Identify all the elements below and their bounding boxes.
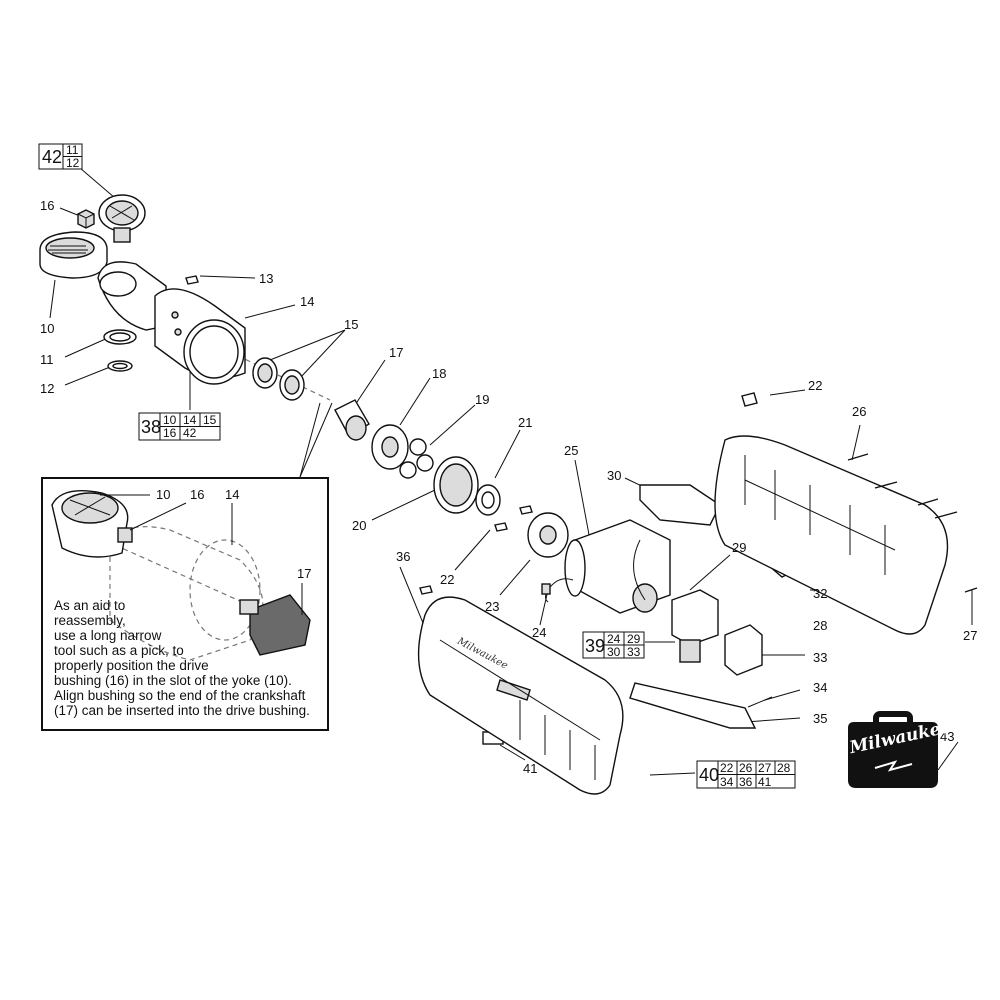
motor-25 — [564, 519, 671, 614]
kit-box-42: 42 11 12 — [38, 143, 83, 170]
pin-13 — [185, 275, 199, 285]
kit-box-39: 39 24 29 30 33 — [582, 631, 645, 659]
yoke-10 — [39, 231, 108, 279]
callout-21: 21 — [518, 415, 532, 430]
washer-21 — [475, 484, 501, 516]
kit-box-38: 38 10 14 15 16 42 — [138, 412, 221, 441]
callout-34: 34 — [813, 680, 827, 695]
callout-41: 41 — [523, 761, 537, 776]
kit-40-part-2: 26 — [739, 761, 753, 775]
housing-left-36 — [417, 596, 624, 795]
callout-numbers: 16 10 11 12 13 14 15 17 18 19 20 21 22 2… — [40, 198, 977, 776]
callout-29: 29 — [732, 540, 746, 555]
inset-callout-14: 14 — [225, 487, 239, 502]
crankshaft-17 — [334, 399, 370, 441]
kit-38-part-1: 10 — [163, 413, 177, 427]
retaining-ring-12 — [107, 360, 133, 372]
kit-39-part-1: 24 — [607, 632, 621, 646]
pin-34 — [747, 696, 773, 708]
callout-12: 12 — [40, 381, 54, 396]
switch-29 — [671, 589, 719, 663]
callout-36: 36 — [396, 549, 410, 564]
kit-40-part-3: 27 — [758, 761, 772, 775]
callout-32: 32 — [813, 586, 827, 601]
strap-35 — [629, 682, 757, 729]
callout-18: 18 — [432, 366, 446, 381]
motor-plate-23 — [527, 512, 569, 558]
ratchet-head-group — [39, 194, 305, 401]
kit-42-id: 42 — [42, 147, 62, 167]
inset-callout-10: 10 — [156, 487, 170, 502]
kit-40-part-7: 41 — [758, 775, 772, 789]
ring-gear-20 — [433, 456, 479, 514]
inset-callouts: 10 16 14 17 — [100, 487, 311, 615]
callout-27: 27 — [963, 628, 977, 643]
motor-group — [541, 484, 721, 614]
kit-39-part-4: 33 — [627, 645, 641, 659]
kit-38-part-3: 15 — [203, 413, 217, 427]
carrying-case-43 — [848, 711, 938, 788]
ratchet-housing-14 — [97, 261, 246, 385]
callout-30: 30 — [607, 468, 621, 483]
callout-15: 15 — [344, 317, 358, 332]
inset-drawing — [51, 490, 311, 661]
kit-39-part-2: 29 — [627, 632, 641, 646]
planet-gears-19 — [399, 438, 434, 479]
kit-42-part-1: 11 — [66, 143, 79, 157]
callout-25: 25 — [564, 443, 578, 458]
callout-14: 14 — [300, 294, 314, 309]
inset-callout-16: 16 — [190, 487, 204, 502]
gear-train-group — [334, 399, 569, 595]
wire-24 — [541, 578, 574, 603]
kit-39-part-3: 30 — [607, 645, 621, 659]
callout-35: 35 — [813, 711, 827, 726]
callout-13: 13 — [259, 271, 273, 286]
kit-box-40: 40 22 26 27 28 34 36 41 — [696, 760, 796, 789]
reassembly-inset-panel — [41, 477, 329, 731]
kit-38-part-2: 14 — [183, 413, 197, 427]
callout-22-left: 22 — [440, 572, 454, 587]
callout-22-right: 22 — [808, 378, 822, 393]
callout-20: 20 — [352, 518, 366, 533]
drive-bushing-16 — [77, 209, 95, 229]
carrier-18 — [371, 424, 409, 470]
callout-16: 16 — [40, 198, 54, 213]
kit-40-id: 40 — [699, 765, 719, 785]
callout-11: 11 — [40, 352, 54, 367]
washer-11 — [103, 329, 137, 345]
kit-40-part-5: 34 — [720, 775, 734, 789]
callout-33: 33 — [813, 650, 827, 665]
contact-33 — [724, 624, 763, 676]
kit-40-part-4: 28 — [777, 761, 791, 775]
reassembly-note: As an aid to reassembly, use a long narr… — [54, 598, 310, 718]
callout-23: 23 — [485, 599, 499, 614]
inset-callout-17: 17 — [297, 566, 311, 581]
kit-42-part-2: 12 — [66, 156, 80, 170]
kit-39-id: 39 — [585, 636, 605, 656]
callout-10: 10 — [40, 321, 54, 336]
callout-17: 17 — [389, 345, 403, 360]
bracket-30 — [633, 484, 721, 601]
callout-24: 24 — [532, 625, 546, 640]
callout-28: 28 — [813, 618, 827, 633]
kit-38-id: 38 — [141, 417, 161, 437]
callout-19: 19 — [475, 392, 489, 407]
switch-group — [482, 556, 804, 745]
kit-40-part-1: 22 — [720, 761, 734, 775]
screws-22 — [419, 505, 533, 595]
housing-right-28 — [714, 392, 978, 635]
callout-26: 26 — [852, 404, 866, 419]
callout-43: 43 — [940, 729, 954, 744]
kit-38-part-4: 16 — [163, 426, 177, 440]
kit-38-part-5: 42 — [183, 426, 197, 440]
kit-40-part-6: 36 — [739, 775, 753, 789]
anvil-42 — [98, 194, 146, 243]
needle-bearings-15 — [252, 357, 305, 401]
